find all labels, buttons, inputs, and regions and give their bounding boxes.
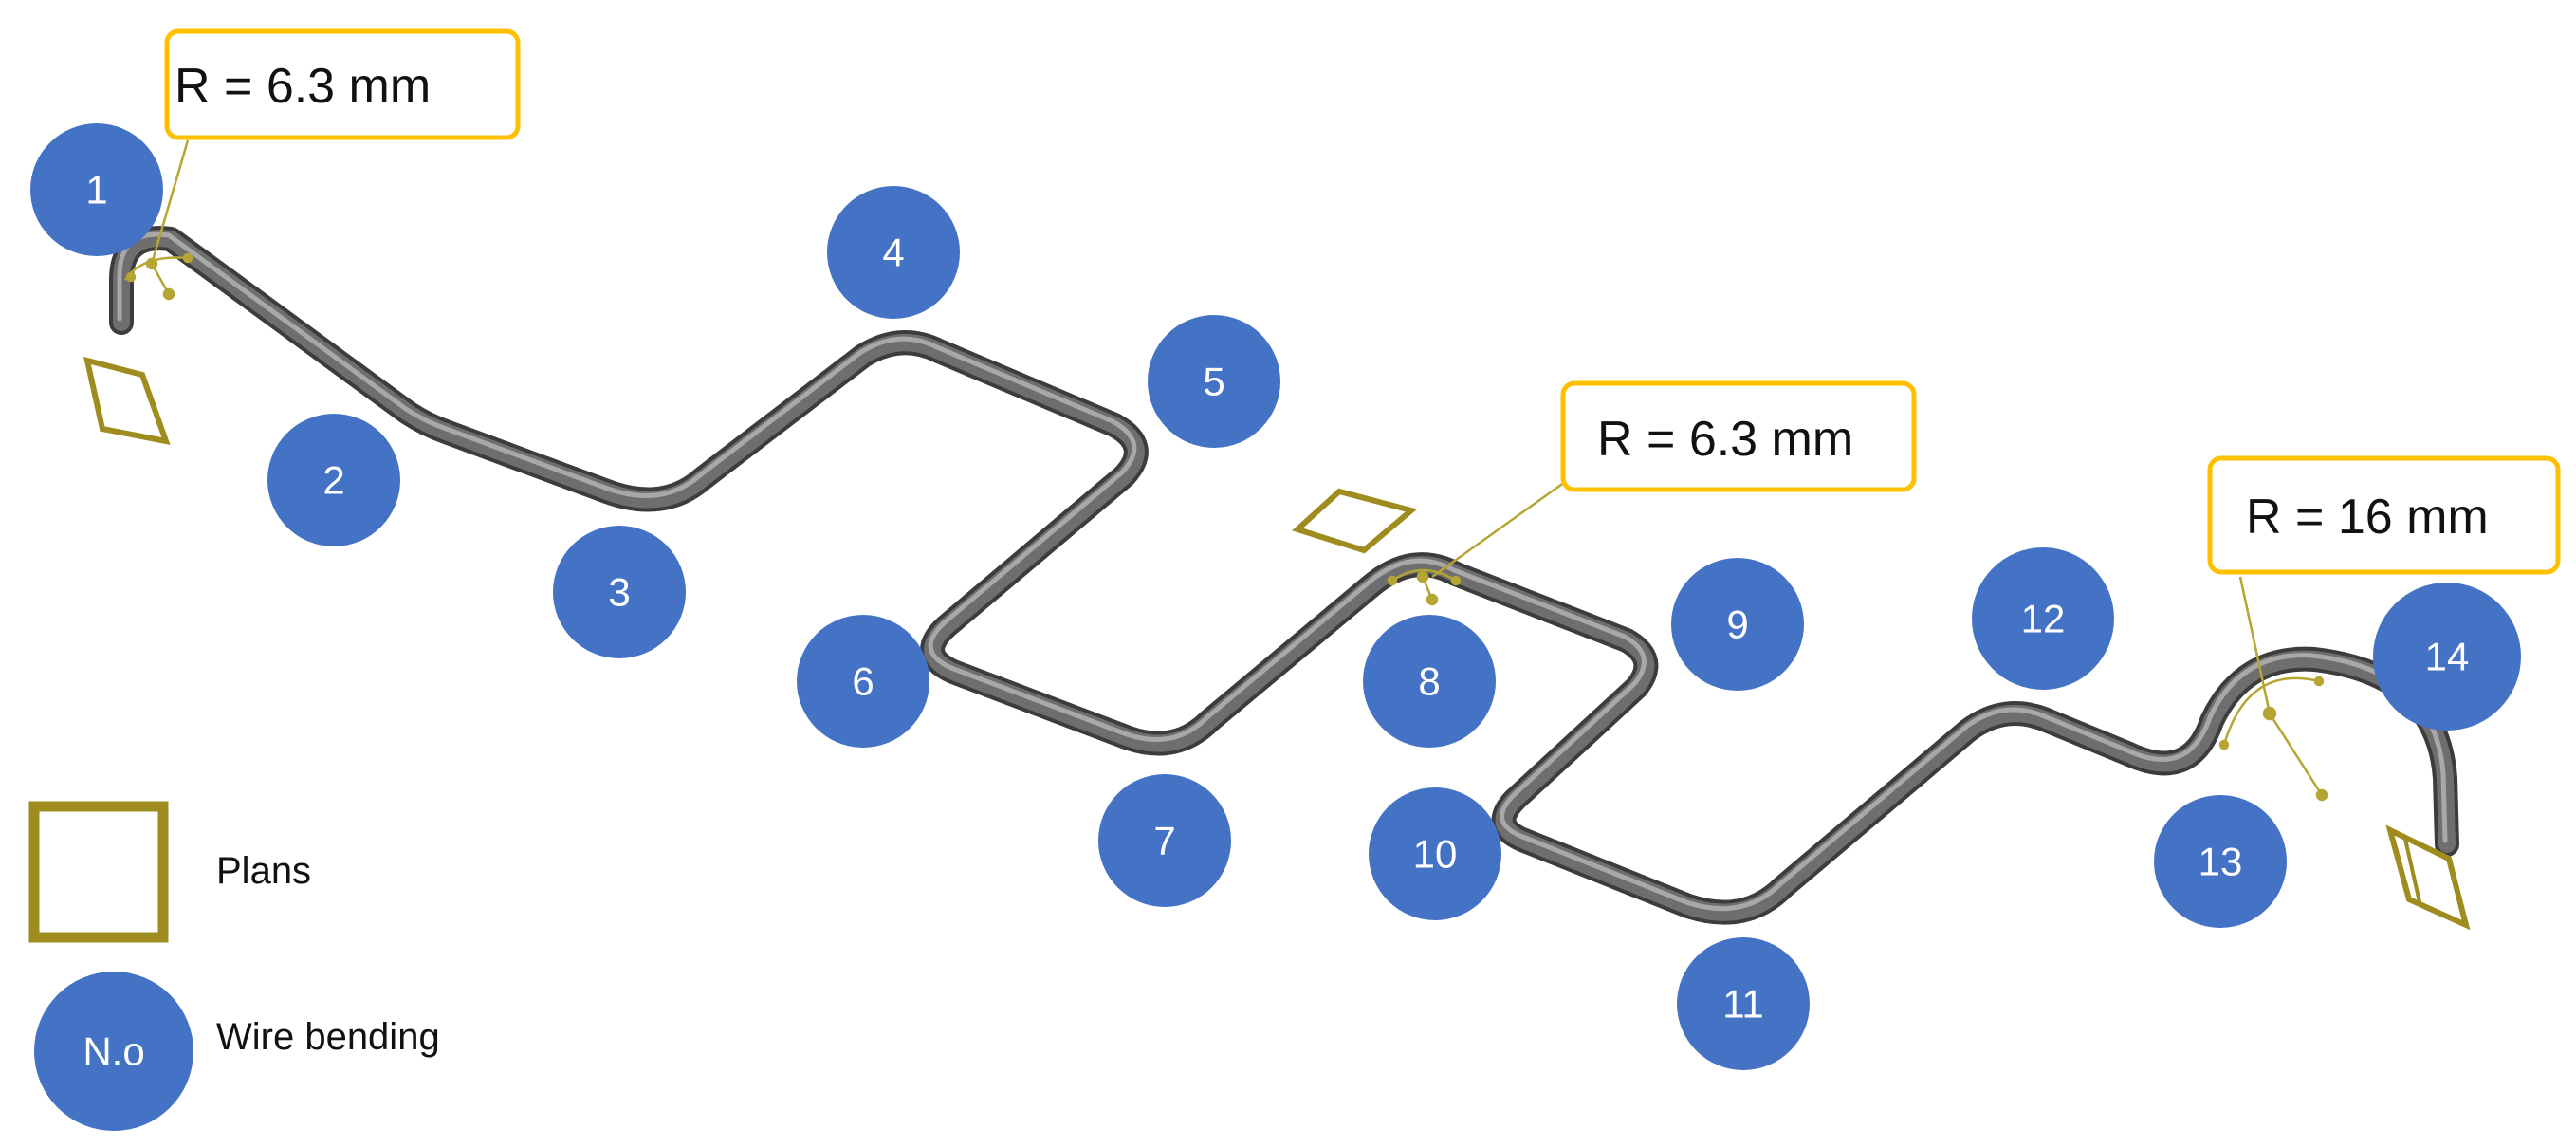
bend-badges: 1 2 3 4 5 6 7 8 9 10 11 12 13 14: [30, 123, 2521, 1070]
bend-number-2: 2: [322, 458, 344, 503]
bend-number-5: 5: [1203, 360, 1224, 404]
bend-badge-9: 9: [1671, 558, 1804, 691]
bend-number-1: 1: [85, 168, 107, 213]
legend-plans-label: Plans: [216, 850, 311, 892]
bend-badge-10: 10: [1369, 787, 1501, 920]
plane-marker-end: [2385, 824, 2471, 931]
bend-number-14: 14: [2425, 635, 2470, 679]
legend-bend-badge-text: N.o: [83, 1029, 144, 1074]
plane-marker-middle: [1292, 488, 1418, 554]
bend-badge-3: 3: [553, 526, 686, 658]
bend-number-11: 11: [1722, 982, 1764, 1027]
bend-number-8: 8: [1418, 659, 1440, 704]
radius-callout-1: R = 6.3 mm: [164, 28, 521, 140]
bend-badge-1: 1: [30, 123, 163, 256]
bend-number-4: 4: [882, 231, 904, 275]
bend-number-7: 7: [1153, 819, 1175, 863]
bend-number-9: 9: [1726, 602, 1748, 647]
bend-badge-5: 5: [1148, 315, 1280, 448]
radius-callout-2: R = 6.3 mm: [1560, 380, 1917, 492]
bend-badge-2: 2: [267, 414, 400, 546]
radius-label-1: R = 6.3 mm: [175, 59, 431, 114]
bend-badge-7: 7: [1098, 774, 1231, 907]
plane-markers: [83, 356, 2471, 931]
legend: Plans N.o Wire bending: [28, 801, 440, 1131]
plane-marker-start: [83, 356, 171, 445]
radius-callout-3: R = 16 mm: [2207, 455, 2561, 575]
bend-number-13: 13: [2199, 840, 2243, 884]
bend-badge-13: 13: [2154, 795, 2287, 928]
legend-plane-swatch: [28, 801, 169, 943]
bend-number-12: 12: [2021, 597, 2066, 641]
bend-badge-11: 11: [1677, 937, 1810, 1070]
bend-number-10: 10: [1413, 832, 1458, 877]
bend-badge-8: 8: [1363, 615, 1496, 748]
legend-bend-badge: N.o: [34, 972, 193, 1131]
bend-badge-12: 12: [1972, 547, 2114, 690]
dimension-leaders: [123, 139, 2328, 802]
bend-badge-4: 4: [827, 186, 960, 319]
radius-label-3: R = 16 mm: [2246, 490, 2489, 545]
legend-bend-label: Wire bending: [216, 1016, 440, 1058]
bend-number-6: 6: [852, 659, 874, 704]
bend-badge-6: 6: [797, 615, 929, 748]
bend-number-3: 3: [608, 570, 630, 615]
radius-label-2: R = 6.3 mm: [1597, 412, 1853, 467]
bend-badge-14: 14: [2373, 583, 2521, 731]
